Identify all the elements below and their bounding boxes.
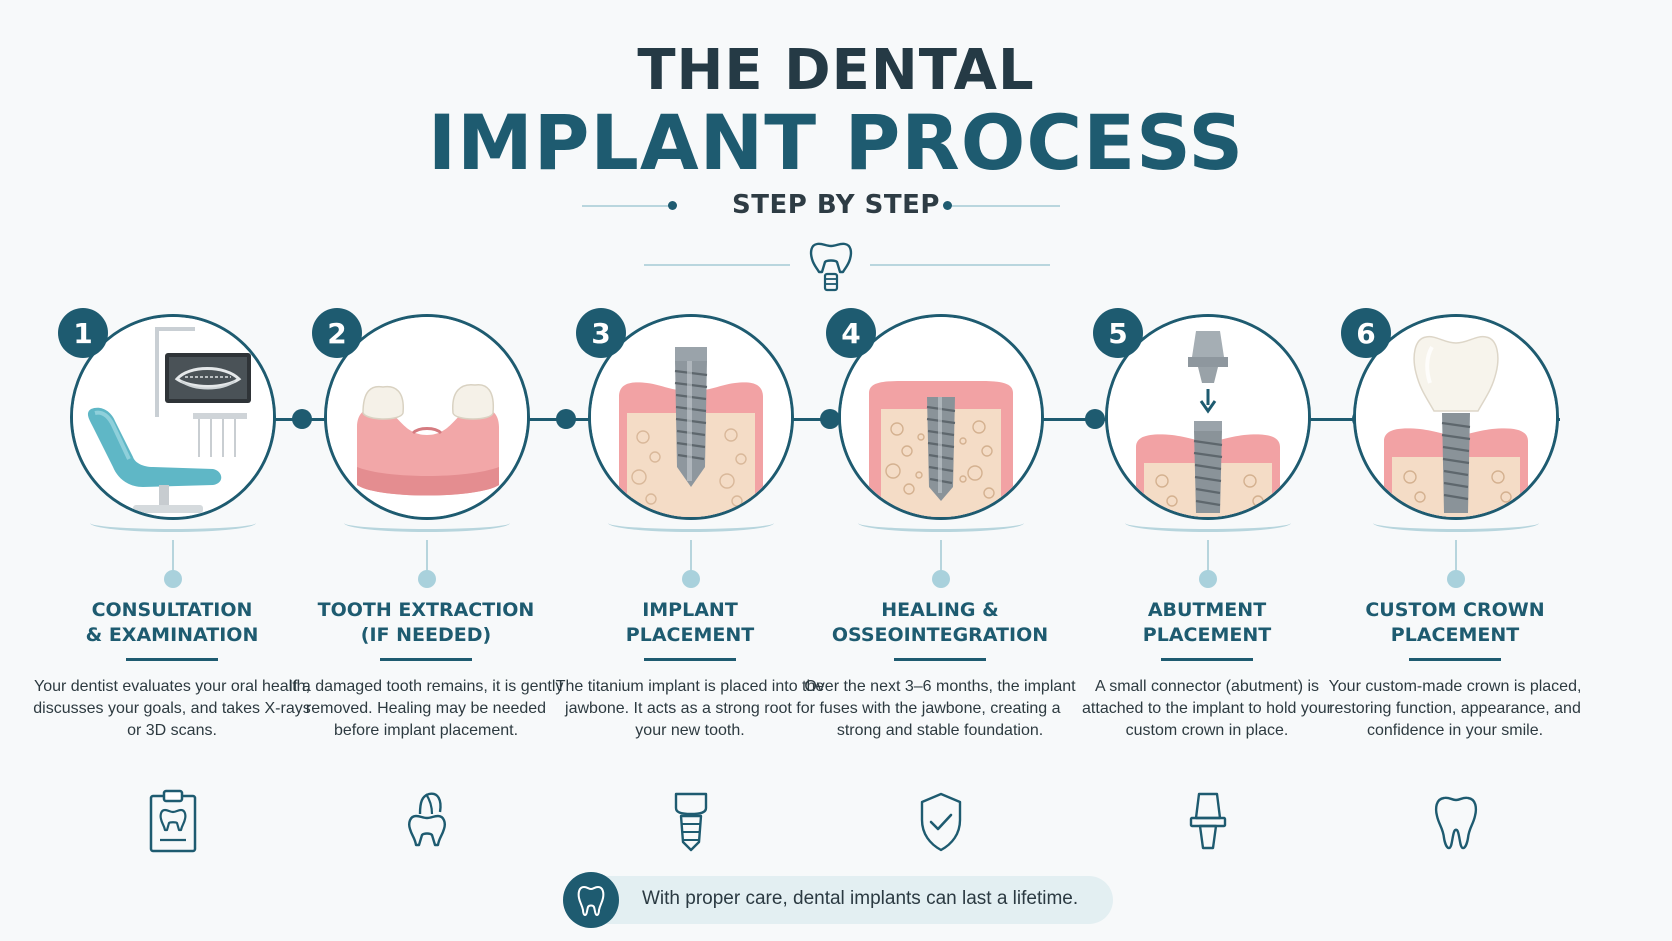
step-title-line-1: CUSTOM CROWN [1365,599,1545,621]
step-title-underline [380,658,472,661]
timeline-node [1085,409,1105,429]
step-number-badge: 1 [58,308,108,358]
implant-in-bone-illustration [591,317,791,517]
step-title-underline [1161,658,1253,661]
circle-shadow-arc [1125,514,1291,532]
abutment-attach-illustration [1108,317,1308,517]
step-number-badge: 4 [826,308,876,358]
step-number-badge: 6 [1341,308,1391,358]
step-image-implant-in-bone [588,314,794,520]
crown-on-implant-illustration [1356,317,1556,517]
step-title-line-2: PLACEMENT [1142,624,1272,646]
step-number-badge: 2 [312,308,362,358]
step-title: CONSULTATION & EXAMINATION [42,598,302,648]
step-title: TOOTH EXTRACTION (IF NEEDED) [296,598,556,648]
subtitle-dot-right [943,201,952,210]
subtitle-rule-right [952,205,1060,207]
step-title: CUSTOM CROWN PLACEMENT [1325,598,1585,648]
clipboard-tooth-icon [149,789,197,853]
connector-dot [932,570,950,588]
step-title-line-1: HEALING & [881,599,999,621]
timeline-node [292,409,312,429]
step-image-crown [1353,314,1559,520]
connector-dot [1199,570,1217,588]
tooth-rule-left [644,264,790,266]
dental-chair-xray-illustration [73,317,273,517]
step-description: Your dentist evaluates your oral health,… [33,678,311,739]
tooth-icon [577,886,605,916]
title-line-2: IMPLANT PROCESS [427,98,1245,187]
step-description: Your custom-made crown is placed, restor… [1328,678,1582,739]
shield-check-icon [920,792,962,852]
connector-dot [418,570,436,588]
step-title-underline [894,658,986,661]
subtitle-rule-left [582,205,670,207]
title-line-1: THE DENTAL [637,38,1035,103]
subtitle: STEP BY STEP [732,190,940,220]
step-number-badge: 5 [1093,308,1143,358]
subtitle-dot-left [668,201,677,210]
step-image-abutment [1105,314,1311,520]
step-title-line-2: PLACEMENT [625,624,755,646]
step-title-line-2: OSSEOINTEGRATION [831,624,1049,646]
step-description: Over the next 3–6 months, the implant fu… [804,678,1076,739]
connector-dot [1447,570,1465,588]
circle-shadow-arc [1373,514,1539,532]
vertical-connector [690,540,692,576]
step-title-line-1: ABUTMENT [1147,599,1267,621]
step-title-line-2: PLACEMENT [1390,624,1520,646]
step-title-line-1: TOOTH EXTRACTION [317,599,535,621]
step-title: HEALING & OSSEOINTEGRATION [810,598,1070,648]
vertical-connector [940,540,942,576]
gum-with-gap-illustration [327,317,527,517]
header-implant-tooth-icon [809,242,853,292]
step-title-line-2: & EXAMINATION [85,624,259,646]
step-image-gum-gap [324,314,530,520]
connector-dot [164,570,182,588]
step-image-dental-chair [70,314,276,520]
implant-icon [674,792,708,852]
circle-shadow-arc [90,514,256,532]
step-title-line-1: CONSULTATION [91,599,253,621]
vertical-connector [426,540,428,576]
step-number-badge: 3 [576,308,626,358]
step-description: A small connector (abutment) is attached… [1082,678,1332,739]
tooth-extraction-icon [408,792,446,847]
implant-healing-illustration [841,317,1041,517]
step-description: If a damaged tooth remains, it is gently… [288,678,564,739]
circle-shadow-arc [344,514,510,532]
footer-tooth-badge [563,872,619,928]
vertical-connector [1207,540,1209,576]
step-title-line-2: (IF NEEDED) [360,624,492,646]
tooth-icon [1434,796,1478,850]
step-title: ABUTMENT PLACEMENT [1077,598,1337,648]
tooth-rule-right [870,264,1050,266]
step-title-underline [1409,658,1501,661]
footer-banner [565,876,1113,924]
step-title: IMPLANT PLACEMENT [560,598,820,648]
step-description: The titanium implant is placed into the … [555,678,825,739]
circle-shadow-arc [608,514,774,532]
step-title-line-1: IMPLANT [642,599,738,621]
footer-text: With proper care, dental implants can la… [642,888,1079,909]
step-title-underline [126,658,218,661]
vertical-connector [172,540,174,576]
step-title-underline [644,658,736,661]
timeline-node [820,409,840,429]
connector-dot [682,570,700,588]
circle-shadow-arc [858,514,1024,532]
timeline-node [556,409,576,429]
abutment-icon [1189,792,1227,850]
vertical-connector [1455,540,1457,576]
